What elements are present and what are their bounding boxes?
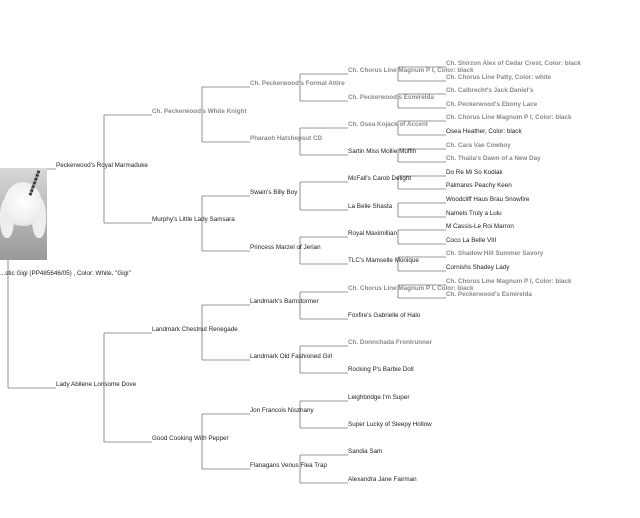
g4-name-6: La Belle Shasta [348, 203, 393, 210]
g3-name-2: Pharaoh Hatshepsut CD [250, 135, 323, 142]
g4-name-16: Alexandra Jane Fairman [348, 476, 417, 483]
g2-name-1: Ch. Peckerwood's White Knight [152, 108, 247, 115]
g2-name-3: Landmark Chestnut Renegade [152, 326, 238, 333]
g5-name-8: Ch. Thalia's Dawn of a New Day [446, 155, 541, 162]
g5-name-13: M Cassis-Le Roi Marron [446, 223, 514, 230]
g3-name-8: Flanagans Venus Flea Trap [250, 462, 328, 469]
g3-name-6: Landmark Old Fashioned Girl [250, 353, 333, 360]
g5-name-4: Ch. Peckerwood's Ebony Lace [446, 101, 538, 108]
dog-photo [0, 168, 47, 260]
subject-name: ...stic Gigi (PP485646/05) , Color: Whit… [0, 270, 131, 277]
g3-name-5: Landmark's Barnstormer [250, 298, 319, 305]
g5-name-15: Ch. Shadow Hill Summer Savory [446, 250, 544, 257]
g4-name-15: Sandia Sam [348, 448, 383, 455]
g5-name-5: Ch. Chorus Line Magnum P I, Color: black [446, 114, 572, 121]
poodle-head [4, 182, 42, 226]
g5-name-10: Palmares Peachy Keen [446, 182, 512, 189]
g5-name-16: Cornishs Shadey Lady [446, 264, 510, 271]
g5-name-2: Ch. Chorus Line Patty, Color: white [446, 74, 552, 81]
g4-name-9: Ch. Chorus Line Magnum P I, Color: black [348, 285, 474, 292]
g5-name-6: Osea Heather, Color: black [446, 128, 522, 135]
g4-name-1: Ch. Chorus Line Magnum P I, Color: black [348, 67, 474, 74]
g4-name-8: TLC's Mamselle Monique [348, 257, 419, 264]
g4-name-5: McFall's Carob Delight [348, 175, 412, 182]
sire: Peckerwood's Royal Marmaduke [56, 162, 148, 169]
g3-name-7: Jon Francois Nisznany [250, 407, 314, 414]
g5-name-1: Ch. Shirzon Alex of Cedar Crest, Color: … [446, 60, 581, 67]
g5-name-14: Coco La Belle VIII [446, 237, 497, 244]
g5-name-7: Ch. Cara Vae Cowboy [446, 142, 511, 149]
g5-name-11: Woodcliff Haus Brau Snowfire [446, 196, 530, 203]
g5-name-18: Ch. Peckerwood's Esmirelda [446, 291, 532, 298]
g2-name-4: Good Cooking With Pepper [152, 435, 229, 442]
g4-name-11: Ch. Donnchada Frontrunner [348, 339, 432, 346]
g3-name-3: Swain's Billy Boy [250, 189, 298, 196]
g4-name-4: Sartin Miss Mollie Muffin [348, 148, 417, 155]
g5-name-17: Ch. Chorus Line Magnum P I, Color: black [446, 278, 572, 285]
g4-name-2: Ch. Peckerwood's Esmirelda [348, 94, 434, 101]
g5-name-9: Do Re Mi So Kodiak [446, 169, 503, 176]
dam: Lady Abilene Lonsome Dove [56, 381, 137, 388]
g4-name-14: Super Lucky of Sleepy Hollow [348, 421, 432, 428]
g4-name-13: Leighbridge I'm Super [348, 394, 410, 401]
g5-name-3: Ch. Calbrecht's Jack Daniel's [446, 87, 534, 94]
g4-name-7: Royal Maximillian [348, 230, 397, 237]
g5-name-12: Namels Truly a Lulu [446, 210, 502, 217]
g4-name-12: Rocking P's Barbie Doll [348, 366, 414, 373]
g3-name-4: Princess Marzel of Jerian [250, 244, 321, 251]
g4-name-3: Ch. Osea Kojack of Accent [348, 121, 428, 128]
g3-name-1: Ch. Peckerwood's Formal Attire [250, 80, 345, 87]
g2-name-2: Murphy's Little Lady Samsara [152, 216, 235, 223]
g4-name-10: Foxfire's Gabrielle of Halo [348, 312, 421, 319]
